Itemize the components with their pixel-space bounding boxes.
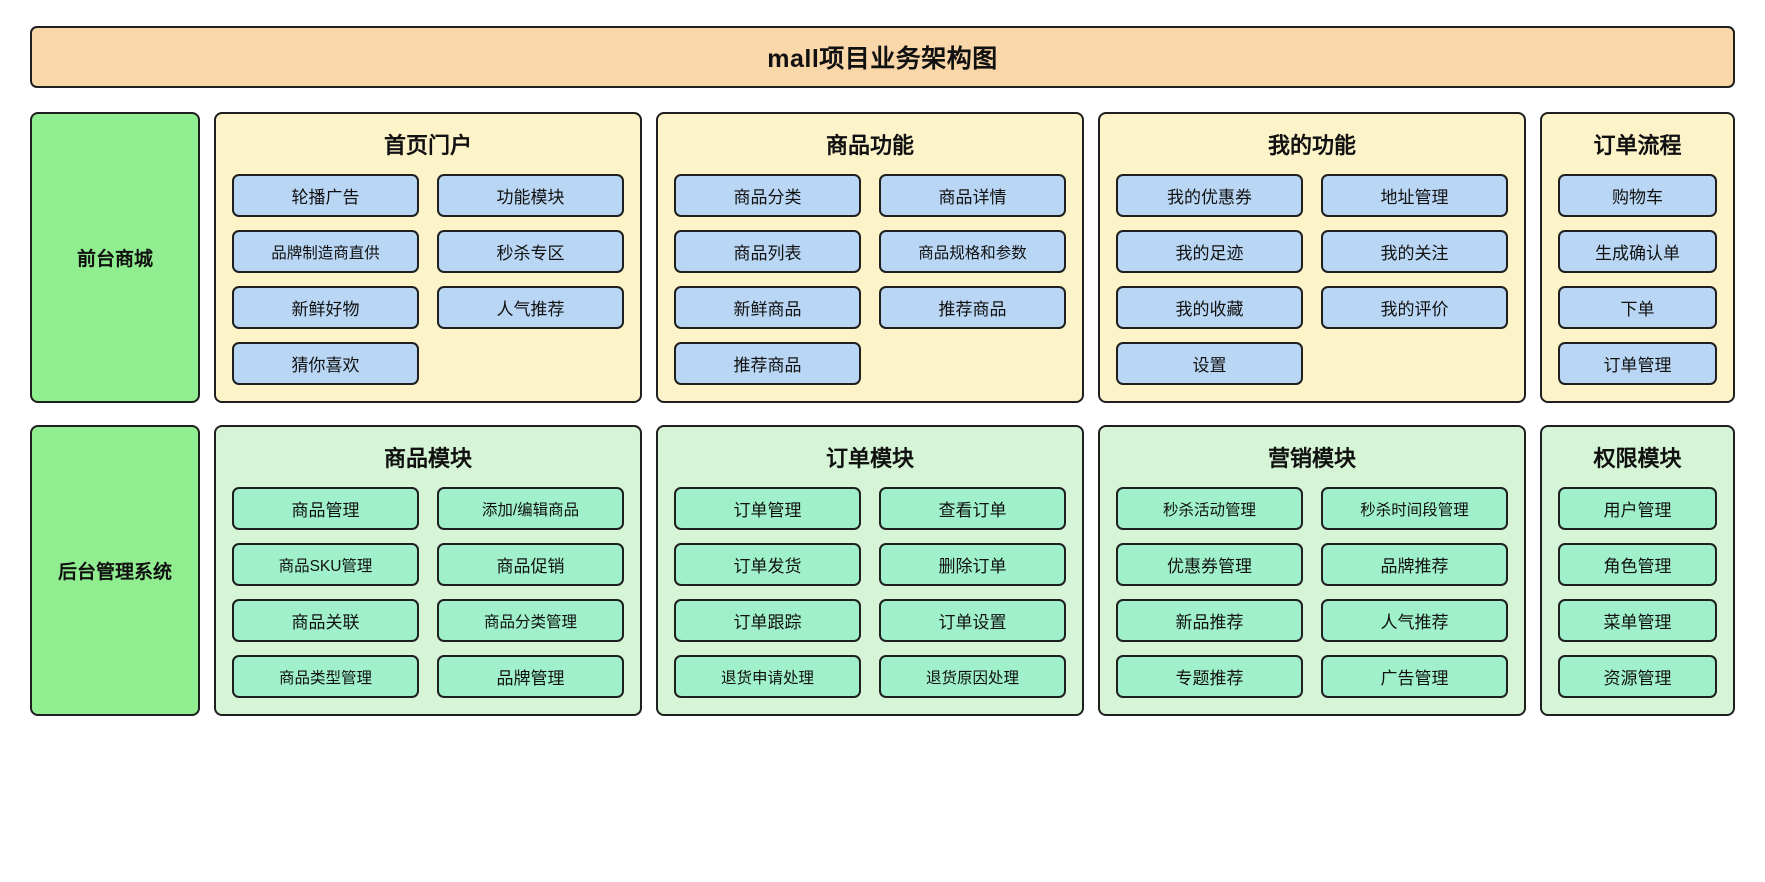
row-side-label-text: 前台商城: [76, 249, 153, 270]
feature-node[interactable]: 商品规格和参数: [879, 230, 1066, 273]
feature-node[interactable]: 功能模块: [437, 174, 624, 217]
feature-node[interactable]: 商品列表: [674, 230, 861, 273]
feature-node[interactable]: 商品类型管理: [232, 655, 419, 698]
row-side-label-text: 后台管理系统: [57, 562, 172, 583]
feature-node[interactable]: 秒杀专区: [437, 230, 624, 273]
feature-node[interactable]: 订单设置: [879, 599, 1066, 642]
feature-node[interactable]: 删除订单: [879, 543, 1066, 586]
panel: 订单流程购物车生成确认单下单订单管理: [1540, 112, 1735, 403]
feature-node[interactable]: 轮播广告: [232, 174, 419, 217]
feature-node[interactable]: 新鲜商品: [674, 286, 861, 329]
panel-node-grid: 商品分类商品详情商品列表商品规格和参数新鲜商品推荐商品推荐商品: [674, 174, 1066, 385]
feature-node[interactable]: 新鲜好物: [232, 286, 419, 329]
feature-node[interactable]: 商品管理: [232, 487, 419, 530]
feature-node[interactable]: 添加/编辑商品: [437, 487, 624, 530]
feature-node[interactable]: 人气推荐: [1321, 599, 1508, 642]
diagram-row: 后台管理系统 商品模块商品管理添加/编辑商品商品SKU管理商品促销商品关联商品分类…: [30, 425, 1735, 716]
feature-node[interactable]: 订单管理: [674, 487, 861, 530]
feature-node[interactable]: 地址管理: [1321, 174, 1508, 217]
panel: 订单模块订单管理查看订单订单发货删除订单订单跟踪订单设置退货申请处理退货原因处理: [656, 425, 1084, 716]
feature-node[interactable]: 推荐商品: [674, 342, 861, 385]
panel: 营销模块秒杀活动管理秒杀时间段管理优惠券管理品牌推荐新品推荐人气推荐专题推荐广告…: [1098, 425, 1526, 716]
feature-node[interactable]: 查看订单: [879, 487, 1066, 530]
panel-group: 首页门户轮播广告功能模块品牌制造商直供秒杀专区新鲜好物人气推荐猜你喜欢商品功能商…: [214, 112, 1735, 403]
feature-node[interactable]: 商品分类: [674, 174, 861, 217]
panel: 商品模块商品管理添加/编辑商品商品SKU管理商品促销商品关联商品分类管理商品类型…: [214, 425, 642, 716]
feature-node[interactable]: 我的关注: [1321, 230, 1508, 273]
feature-node[interactable]: 商品SKU管理: [232, 543, 419, 586]
panel-group: 商品模块商品管理添加/编辑商品商品SKU管理商品促销商品关联商品分类管理商品类型…: [214, 425, 1735, 716]
feature-node[interactable]: 菜单管理: [1558, 599, 1717, 642]
panel-node-grid: 我的优惠券地址管理我的足迹我的关注我的收藏我的评价设置: [1116, 174, 1508, 385]
feature-node[interactable]: 资源管理: [1558, 655, 1717, 698]
feature-node[interactable]: 品牌管理: [437, 655, 624, 698]
panel: 首页门户轮播广告功能模块品牌制造商直供秒杀专区新鲜好物人气推荐猜你喜欢: [214, 112, 642, 403]
panel-node-grid: 购物车生成确认单下单订单管理: [1558, 174, 1717, 385]
feature-node[interactable]: 我的足迹: [1116, 230, 1303, 273]
feature-node[interactable]: 我的优惠券: [1116, 174, 1303, 217]
feature-node[interactable]: 商品分类管理: [437, 599, 624, 642]
feature-node[interactable]: 商品详情: [879, 174, 1066, 217]
panel-node-grid: 订单管理查看订单订单发货删除订单订单跟踪订单设置退货申请处理退货原因处理: [674, 487, 1066, 698]
feature-node[interactable]: 生成确认单: [1558, 230, 1717, 273]
feature-node[interactable]: 优惠券管理: [1116, 543, 1303, 586]
diagram-rows: 前台商城首页门户轮播广告功能模块品牌制造商直供秒杀专区新鲜好物人气推荐猜你喜欢商…: [30, 112, 1735, 716]
feature-node[interactable]: 用户管理: [1558, 487, 1717, 530]
panel: 商品功能商品分类商品详情商品列表商品规格和参数新鲜商品推荐商品推荐商品: [656, 112, 1084, 403]
panel-title: 权限模块: [1593, 446, 1682, 471]
panel-title: 商品功能: [825, 133, 914, 158]
feature-node[interactable]: 我的评价: [1321, 286, 1508, 329]
feature-node[interactable]: 秒杀活动管理: [1116, 487, 1303, 530]
page-title: mall项目业务架构图: [767, 45, 998, 73]
feature-node[interactable]: 我的收藏: [1116, 286, 1303, 329]
row-side-label: 后台管理系统: [30, 425, 200, 716]
panel: 我的功能我的优惠券地址管理我的足迹我的关注我的收藏我的评价设置: [1098, 112, 1526, 403]
panel-node-grid: 秒杀活动管理秒杀时间段管理优惠券管理品牌推荐新品推荐人气推荐专题推荐广告管理: [1116, 487, 1508, 698]
feature-node[interactable]: 退货原因处理: [879, 655, 1066, 698]
panel-title: 首页门户: [383, 133, 472, 158]
feature-node[interactable]: 推荐商品: [879, 286, 1066, 329]
panel-node-grid: 商品管理添加/编辑商品商品SKU管理商品促销商品关联商品分类管理商品类型管理品牌…: [232, 487, 624, 698]
feature-node[interactable]: 猜你喜欢: [232, 342, 419, 385]
feature-node[interactable]: 新品推荐: [1116, 599, 1303, 642]
panel-title: 订单流程: [1593, 133, 1682, 158]
feature-node[interactable]: 购物车: [1558, 174, 1717, 217]
feature-node[interactable]: 秒杀时间段管理: [1321, 487, 1508, 530]
panel-title: 我的功能: [1267, 133, 1356, 158]
panel-title: 商品模块: [383, 446, 472, 471]
panel-node-grid: 轮播广告功能模块品牌制造商直供秒杀专区新鲜好物人气推荐猜你喜欢: [232, 174, 624, 385]
feature-node[interactable]: 设置: [1116, 342, 1303, 385]
feature-node[interactable]: 退货申请处理: [674, 655, 861, 698]
feature-node[interactable]: 品牌制造商直供: [232, 230, 419, 273]
feature-node[interactable]: 订单发货: [674, 543, 861, 586]
feature-node[interactable]: 角色管理: [1558, 543, 1717, 586]
feature-node[interactable]: 下单: [1558, 286, 1717, 329]
panel-node-grid: 用户管理角色管理菜单管理资源管理: [1558, 487, 1717, 698]
feature-node[interactable]: 品牌推荐: [1321, 543, 1508, 586]
panel-title: 订单模块: [825, 446, 914, 471]
feature-node[interactable]: 人气推荐: [437, 286, 624, 329]
feature-node[interactable]: 订单跟踪: [674, 599, 861, 642]
feature-node[interactable]: 订单管理: [1558, 342, 1717, 385]
row-side-label: 前台商城: [30, 112, 200, 403]
feature-node[interactable]: 专题推荐: [1116, 655, 1303, 698]
diagram-title-banner: mall项目业务架构图: [30, 26, 1735, 88]
panel-title: 营销模块: [1267, 446, 1356, 471]
feature-node[interactable]: 商品关联: [232, 599, 419, 642]
diagram-row: 前台商城首页门户轮播广告功能模块品牌制造商直供秒杀专区新鲜好物人气推荐猜你喜欢商…: [30, 112, 1735, 403]
panel: 权限模块用户管理角色管理菜单管理资源管理: [1540, 425, 1735, 716]
feature-node[interactable]: 广告管理: [1321, 655, 1508, 698]
feature-node[interactable]: 商品促销: [437, 543, 624, 586]
